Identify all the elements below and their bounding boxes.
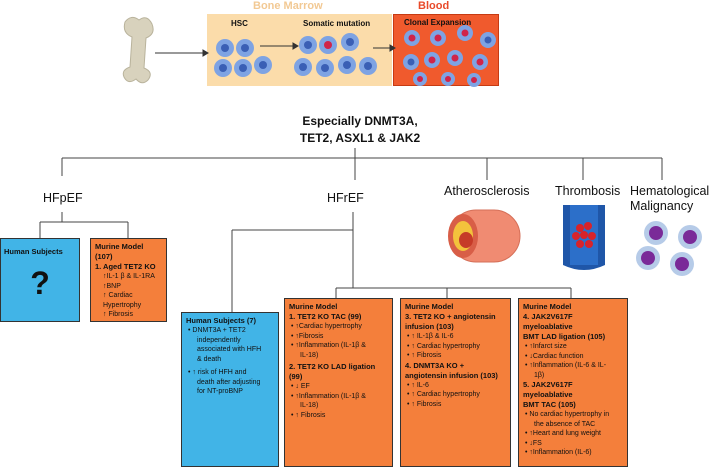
list-item: • ↑Cardiac hypertrophy — [291, 323, 362, 330]
list-item: • DNMT3A + TET2 — [188, 327, 246, 334]
center-title-line-2: TET2, ASXL1 & JAK2 — [299, 131, 421, 145]
femur-bone-icon — [122, 16, 154, 84]
murine-model-4-heading-line-2: angiotensin infusion (103) — [405, 370, 498, 380]
malignancy-cells-icon — [636, 221, 702, 276]
list-item: death after adjusting — [197, 378, 261, 386]
list-item: • ↑ Fibrosis — [407, 352, 442, 359]
murine-model-jak2-tac-heading-line-1: 5. JAK2V617F myeloablative — [523, 380, 573, 399]
list-item: • ↑Inflammation (IL-6 & IL- — [525, 362, 607, 369]
list-item: IL-18) — [300, 351, 319, 359]
thrombosis-label: Thrombosis — [555, 184, 621, 198]
hfref-label: HFrEF — [327, 191, 364, 205]
list-item: • ↓ EF — [291, 383, 310, 390]
hfpef-murine-card: Murine Model (107) 1. Aged TET2 KO ↑IL-1… — [90, 238, 167, 322]
list-item: • ↑Heart and lung weight — [525, 430, 601, 437]
list-item: • ↑Inflammation (IL-1β & — [291, 342, 366, 349]
list-item: ↑IL-1 β & IL-1RA — [103, 273, 155, 280]
hfpef-human-title: Human Subjects — [4, 247, 63, 256]
list-item: • ↑ Fibrosis — [291, 411, 326, 419]
list-item: the absence of TAC — [534, 420, 596, 428]
mutated-cells — [294, 33, 377, 77]
murine-title: Murine Model — [523, 302, 572, 311]
list-item: • ↑Inflammation (IL-1β & — [291, 392, 366, 400]
list-item: ↑ Fibrosis — [103, 311, 133, 318]
list-item: IL-18) — [300, 402, 319, 409]
list-item: independently — [197, 336, 241, 344]
thrombosis-vessel-icon — [563, 205, 605, 270]
list-item: • ↑Inflammation (IL-6) — [525, 449, 592, 456]
list-item: • ↑ IL-6 — [407, 381, 429, 389]
clonal-expansion-label: Clonal Expansion — [404, 18, 472, 27]
murine-title: Murine Model — [405, 302, 454, 311]
center-title-line-1: Especially DNMT3A, — [302, 114, 418, 128]
murine-model-1-heading: 1. TET2 KO TAC (99) — [289, 312, 362, 321]
list-item: • ↓FS — [525, 439, 542, 447]
list-item: • ↑Infarct size — [525, 343, 567, 350]
list-item: • ↓Cardiac function — [525, 352, 584, 360]
heme-malignancy-label: Hematological Malignancy — [630, 184, 709, 214]
murine-model-4-heading-line-1: 4. DNMT3A KO + — [405, 360, 465, 370]
list-item: ↑ Cardiac — [103, 292, 133, 299]
heme-malignancy-line-1: Hematological — [630, 184, 710, 198]
list-item: for NT-proBNP — [197, 388, 243, 395]
list-item: ↑BNP — [103, 282, 121, 290]
murine-model-jak2-lad-heading-line-1: 4. JAK2V617F myeloablative — [523, 312, 573, 331]
hfpef-murine-subtitle: 1. Aged TET2 KO — [95, 262, 156, 271]
murine-model-2-heading: 2. TET2 KO LAD ligation (99) — [289, 362, 376, 381]
hfpef-label: HFpEF — [43, 191, 83, 205]
list-item: • ↑ IL-1β & IL-6 — [407, 333, 454, 340]
hfref-murine-card-2: Murine Model 3. TET2 KO + angiotensin in… — [400, 298, 511, 467]
list-item: & death — [197, 355, 222, 363]
murine-model-jak2-lad-heading-line-2: BMT LAD ligation (105) — [523, 332, 606, 341]
hfref-murine-card-1: Murine Model 1. TET2 KO TAC (99) • ↑Card… — [284, 298, 393, 467]
list-item: 1β) — [534, 371, 545, 379]
murine-model-3-heading-line-2: infusion (103) — [405, 322, 454, 331]
hfref-human-card: Human Subjects (7) • DNMT3A + TET2 indep… — [181, 312, 279, 467]
murine-title: Murine Model — [289, 302, 338, 311]
hfpef-murine-title: Murine Model (107) — [95, 242, 144, 261]
hfpef-human-card: Human Subjects ? — [0, 238, 80, 322]
hfref-murine-card-3: Murine Model 4. JAK2V617F myeloablative … — [518, 298, 628, 467]
hfref-human-title: Human Subjects (7) — [186, 316, 257, 325]
heme-malignancy-line-2: Malignancy — [630, 199, 694, 213]
list-item: • No cardiac hypertrophy in — [525, 411, 610, 418]
list-item: associated with HFH — [197, 346, 262, 353]
blood-heading: Blood — [418, 0, 450, 12]
list-item: • ↑ Cardiac hypertrophy — [407, 342, 480, 350]
murine-model-3-heading-line-1: 3. TET2 KO + angiotensin — [405, 312, 496, 321]
list-item: • ↑Fibrosis — [291, 332, 324, 340]
list-item: Hypertrophy — [103, 301, 142, 309]
list-item: • ↑ Cardiac hypertrophy — [407, 391, 480, 398]
hsc-label: HSC — [231, 19, 248, 28]
list-item: • ↑ Fibrosis — [407, 400, 442, 408]
atherosclerosis-vessel-icon — [448, 209, 521, 263]
clonal-expansion-cells — [403, 25, 496, 87]
hsc-cells — [214, 39, 272, 77]
somatic-mutation-label: Somatic mutation — [303, 19, 371, 28]
atherosclerosis-label: Atherosclerosis — [444, 184, 530, 198]
unknown-question-mark: ? — [30, 265, 50, 301]
list-item: • ↑ risk of HFH and — [188, 369, 247, 376]
bone-marrow-heading: Bone Marrow — [253, 0, 323, 12]
murine-model-jak2-tac-heading-line-2: BMT TAC (105) — [523, 400, 576, 409]
center-title: Especially DNMT3A, TET2, ASXL1 & JAK2 — [270, 113, 450, 147]
